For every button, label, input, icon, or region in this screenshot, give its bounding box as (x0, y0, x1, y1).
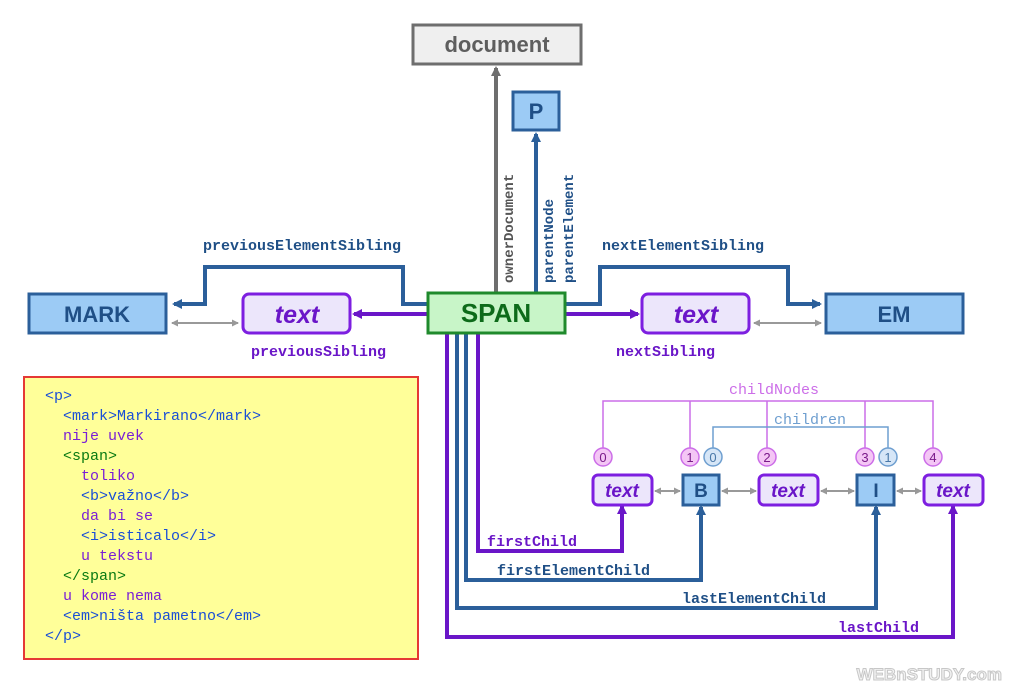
parent-node-label: parentNode (542, 199, 558, 283)
child-text-0-label: text (605, 481, 639, 502)
em-label: EM (878, 302, 911, 327)
last-element-child-label: lastElementChild (682, 591, 826, 608)
code-example-box: <p> <mark>Markirano</mark> nije uvek <sp… (23, 376, 419, 660)
node-span: SPAN (426, 291, 567, 335)
svg-text:4: 4 (929, 450, 936, 465)
child-text-4-label: text (936, 481, 970, 502)
connectors (171, 66, 958, 639)
child-nodes-index-2: 2 (757, 447, 777, 467)
svg-text:2: 2 (763, 450, 770, 465)
first-element-child-label: firstElementChild (497, 563, 650, 580)
first-child-arrow (476, 334, 627, 553)
child-b-label: B (694, 481, 708, 502)
child-node-0: text (591, 473, 654, 507)
child-nodes-index-1: 1 (680, 447, 700, 467)
children-label: children (774, 412, 846, 429)
previous-sibling-label: previousSibling (251, 344, 386, 361)
child-nodes-label: childNodes (729, 382, 819, 399)
code-line-11: u kome nema (45, 588, 163, 605)
node-document: document (411, 23, 583, 66)
parent-element-label: parentElement (562, 174, 578, 283)
next-element-sibling-arrow (566, 265, 822, 309)
code-line-12: <em>ništa pametno</em> (45, 608, 262, 625)
code-line-9: u tekstu (45, 548, 154, 565)
node-em: EM (824, 292, 965, 335)
code-line-4: <span> (45, 448, 118, 465)
node-prev-text: text (241, 292, 352, 335)
code-line-3: nije uvek (45, 428, 145, 445)
code-line-13: </p> (45, 628, 82, 645)
node-p: P (511, 90, 561, 132)
child-node-4: text (922, 473, 985, 507)
watermark: WEBnSTUDY.com (857, 665, 1002, 684)
code-line-10: </span> (45, 568, 127, 585)
child-nodes-index-4: 4 (923, 447, 943, 467)
next-element-sibling-label: nextElementSibling (602, 238, 764, 255)
child-i-label: I (873, 481, 878, 502)
code-line-6: <b>važno</b> (45, 488, 190, 505)
node-next-text: text (640, 292, 751, 335)
prev-text-label: text (275, 301, 321, 329)
code-line-7: da bi se (45, 508, 154, 525)
child-nodes-indexes: 0 1 2 3 4 (593, 447, 943, 467)
first-element-child-arrow (464, 334, 706, 582)
owner-document-label: ownerDocument (502, 174, 518, 283)
previous-element-sibling-label: previousElementSibling (203, 238, 401, 255)
last-child-arrow (445, 334, 958, 639)
svg-text:1: 1 (884, 450, 891, 465)
node-mark: MARK (27, 292, 168, 335)
svg-text:1: 1 (686, 450, 693, 465)
mark-label: MARK (64, 302, 130, 327)
children-bracket (712, 426, 889, 448)
children-indexes: 0 1 (703, 447, 898, 467)
document-label: document (444, 32, 550, 57)
child-nodes-bracket (602, 400, 934, 448)
p-label: P (529, 99, 544, 124)
child-text-2-label: text (771, 481, 805, 502)
last-child-label: lastChild (838, 620, 919, 637)
code-line-8: <i>isticalo</i> (45, 528, 217, 545)
child-node-b: B (681, 473, 721, 507)
children-index-0: 0 (703, 447, 723, 467)
span-label: SPAN (461, 298, 531, 328)
child-node-2: text (757, 473, 820, 507)
code-line-1: <p> (45, 388, 73, 405)
next-sibling-label: nextSibling (616, 344, 715, 361)
svg-text:0: 0 (709, 450, 716, 465)
svg-text:3: 3 (861, 450, 868, 465)
child-nodes-index-0: 0 (593, 447, 613, 467)
previous-element-sibling-arrow (172, 265, 428, 309)
child-nodes-index-3: 3 (855, 447, 875, 467)
child-node-i: I (855, 473, 896, 507)
children-index-1: 1 (878, 447, 898, 467)
first-child-label: firstChild (487, 534, 577, 551)
next-text-label: text (674, 301, 720, 329)
svg-text:0: 0 (599, 450, 606, 465)
last-element-child-arrow (455, 334, 881, 610)
code-line-2: <mark>Markirano</mark> (45, 408, 262, 425)
code-line-5: toliko (45, 468, 136, 485)
